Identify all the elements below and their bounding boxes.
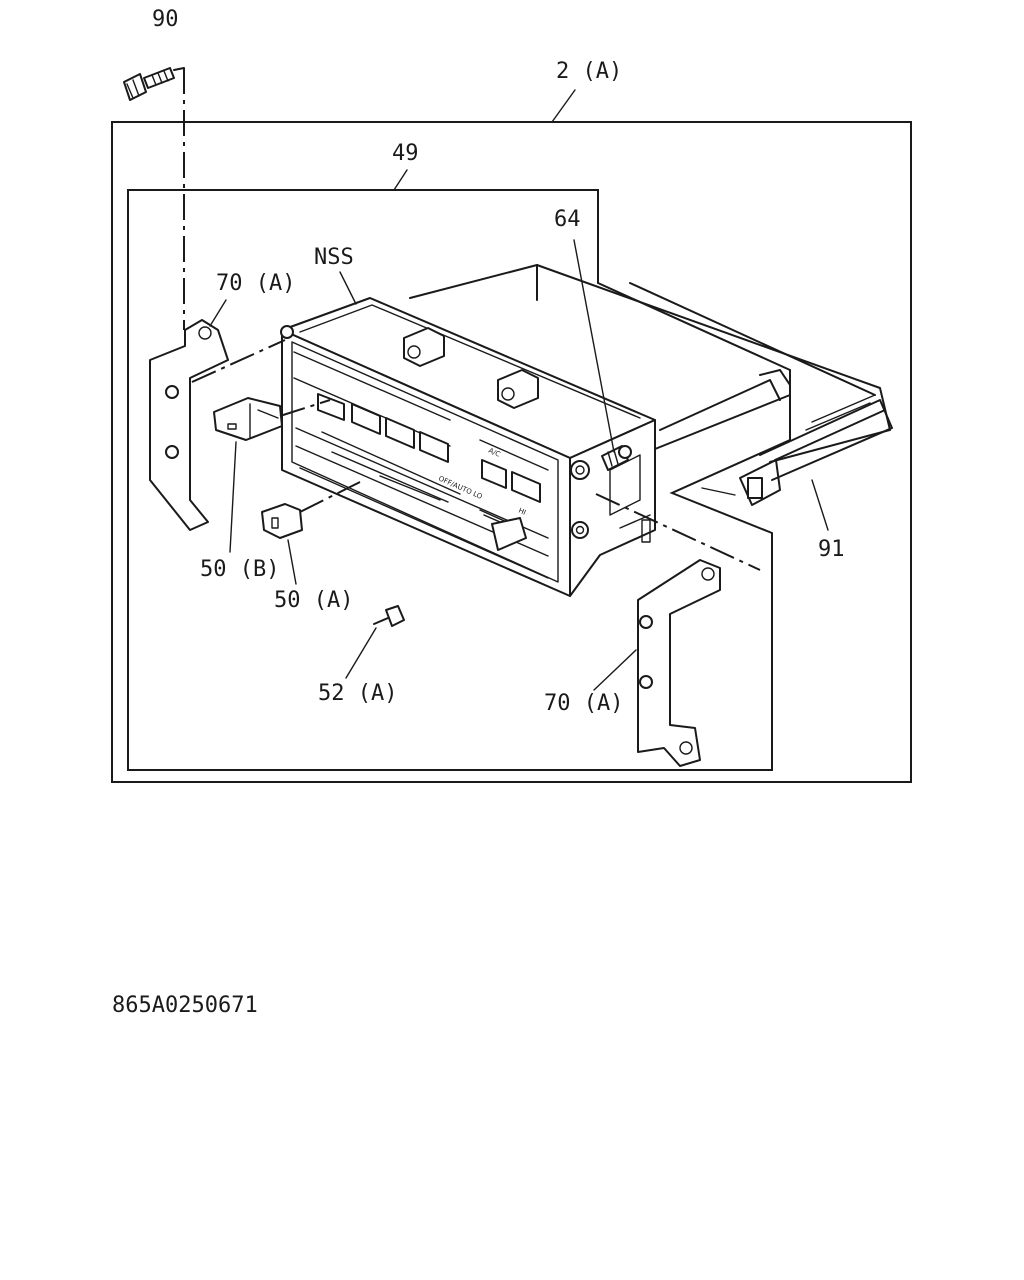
callout-90: 90	[152, 7, 179, 32]
alignment-line-left-bracket	[191, 339, 286, 383]
drawing-number: 865A0250671	[112, 993, 258, 1018]
subassembly-frame-49	[127, 189, 791, 771]
part-64-screw	[601, 445, 632, 471]
callout-50b: 50 (B)	[200, 557, 279, 582]
part-70a-left-bracket	[149, 319, 229, 531]
nss-front-panel: A/C OFF/AUTO LO HI	[280, 297, 656, 597]
assembly-frame-2a	[111, 121, 912, 783]
leader-lines	[209, 89, 829, 691]
part-70a-right-bracket	[637, 559, 721, 767]
callout-2a: 2 (A)	[556, 59, 622, 84]
part-50b-knob	[213, 397, 283, 441]
panel-label-hi: HI	[517, 507, 527, 517]
callout-70a-right: 70 (A)	[544, 691, 623, 716]
ac-buttons	[479, 439, 549, 503]
callout-50a: 50 (A)	[274, 588, 353, 613]
part-52a-screw	[373, 605, 405, 627]
callout-91: 91	[818, 537, 845, 562]
alignment-line-right-bracket	[595, 493, 761, 571]
control-unit-housing	[409, 264, 893, 506]
callout-70a-left: 70 (A)	[216, 271, 295, 296]
part-90-screw	[123, 67, 185, 101]
mode-buttons	[317, 393, 449, 463]
callout-49: 49	[392, 141, 419, 166]
callout-nss: NSS	[314, 245, 354, 270]
alignment-line-50a	[299, 481, 361, 513]
part-50a-knob	[261, 503, 303, 539]
alignment-line-50b	[279, 399, 331, 417]
callout-64: 64	[554, 207, 581, 232]
callout-52a: 52 (A)	[318, 681, 397, 706]
